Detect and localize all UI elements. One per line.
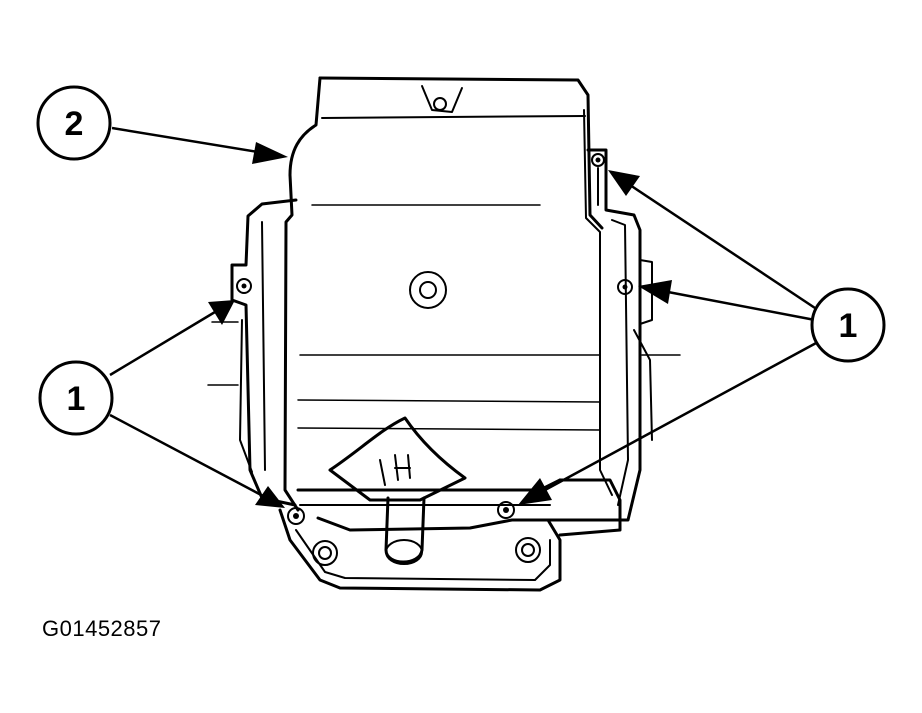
- fastener-lower-right: [497, 501, 515, 519]
- main-cover: [283, 76, 613, 564]
- callout-2-label: 2: [65, 105, 84, 143]
- base-bracket: [278, 508, 562, 592]
- callout-1-left: 1: [38, 360, 114, 436]
- callout-1-right-label: 1: [839, 307, 858, 345]
- fastener-group: [236, 153, 633, 525]
- figure-id: G01452857: [42, 616, 162, 641]
- callout-1-left-label: 1: [67, 380, 86, 418]
- fastener-upper-right: [591, 153, 605, 167]
- fastener-middle-right: [617, 279, 633, 295]
- fastener-lower-left: [287, 507, 305, 525]
- leader-lines: [109, 126, 819, 508]
- callout-2: 2: [36, 85, 112, 161]
- callout-1-right: 1: [810, 287, 886, 363]
- fastener-upper-left: [236, 278, 252, 294]
- rear-housing: [207, 148, 681, 537]
